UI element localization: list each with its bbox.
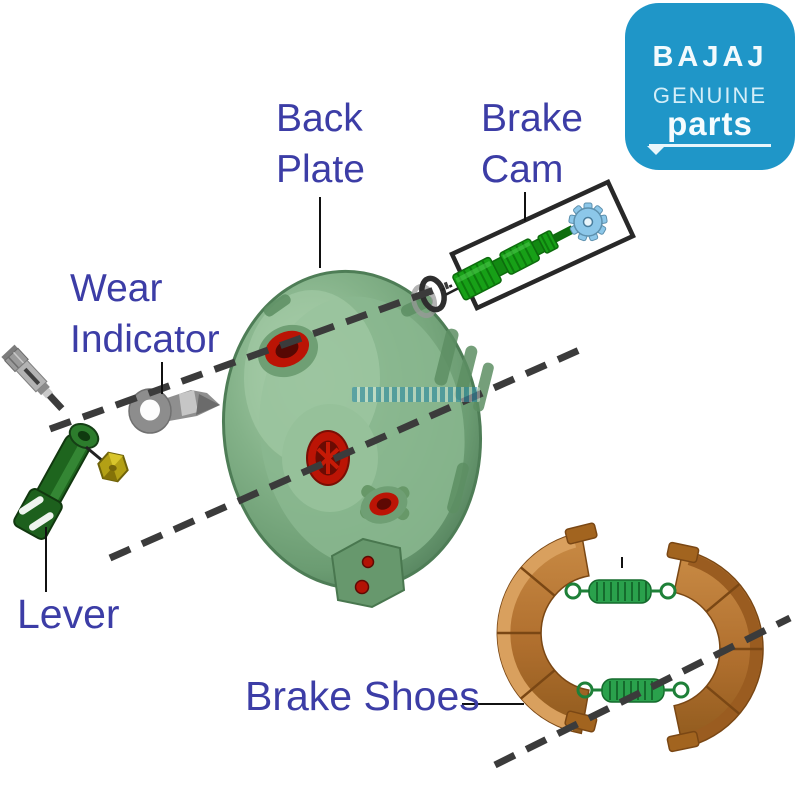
wear-indicator-label-line2: Indicator — [70, 318, 220, 361]
back-plate-label-line1: Back — [276, 97, 363, 140]
bolt-part — [1, 344, 65, 411]
wear-indicator-label-line1: Wear — [70, 267, 163, 310]
mounting-tab — [330, 537, 406, 609]
cam-gear — [568, 202, 608, 242]
brake-shoe-right — [666, 541, 764, 753]
watermark — [352, 387, 480, 402]
logo-underline — [647, 144, 771, 155]
bajaj-genuine-parts-logo: BAJAJ GENUINE parts — [625, 3, 795, 170]
brake-shoes-label: Brake Shoes — [245, 673, 480, 719]
lever-label: Lever — [17, 591, 120, 637]
back-plate-label-line2: Plate — [276, 148, 365, 191]
nut-part — [97, 451, 129, 483]
brake-shoe-left — [496, 522, 598, 735]
return-spring-top — [564, 579, 677, 604]
logo-brand-text: BAJAJ — [652, 41, 768, 73]
wear-indicator-part — [128, 388, 220, 434]
leader-lines — [45, 192, 623, 705]
back-plate-part — [221, 269, 494, 609]
brake-cam-label-line2: Cam — [481, 148, 564, 191]
logo-genuine-text: GENUINE — [652, 83, 768, 108]
axis-line-middle — [108, 344, 586, 562]
brake-cam-part — [445, 225, 578, 301]
return-spring-bottom — [576, 678, 690, 703]
logo-parts-text: parts — [667, 105, 753, 142]
logo-chevron-down-icon — [647, 146, 665, 155]
axis-line-shoes — [493, 614, 792, 769]
bushing-center — [306, 430, 350, 486]
brake-cam-label-line1: Brake — [481, 97, 583, 140]
brake-shoes-part — [496, 522, 764, 753]
bushing-lower — [359, 485, 410, 524]
lever-part — [13, 423, 105, 540]
axis-line-upper — [48, 281, 450, 433]
assembly-axis-lines — [48, 281, 792, 769]
